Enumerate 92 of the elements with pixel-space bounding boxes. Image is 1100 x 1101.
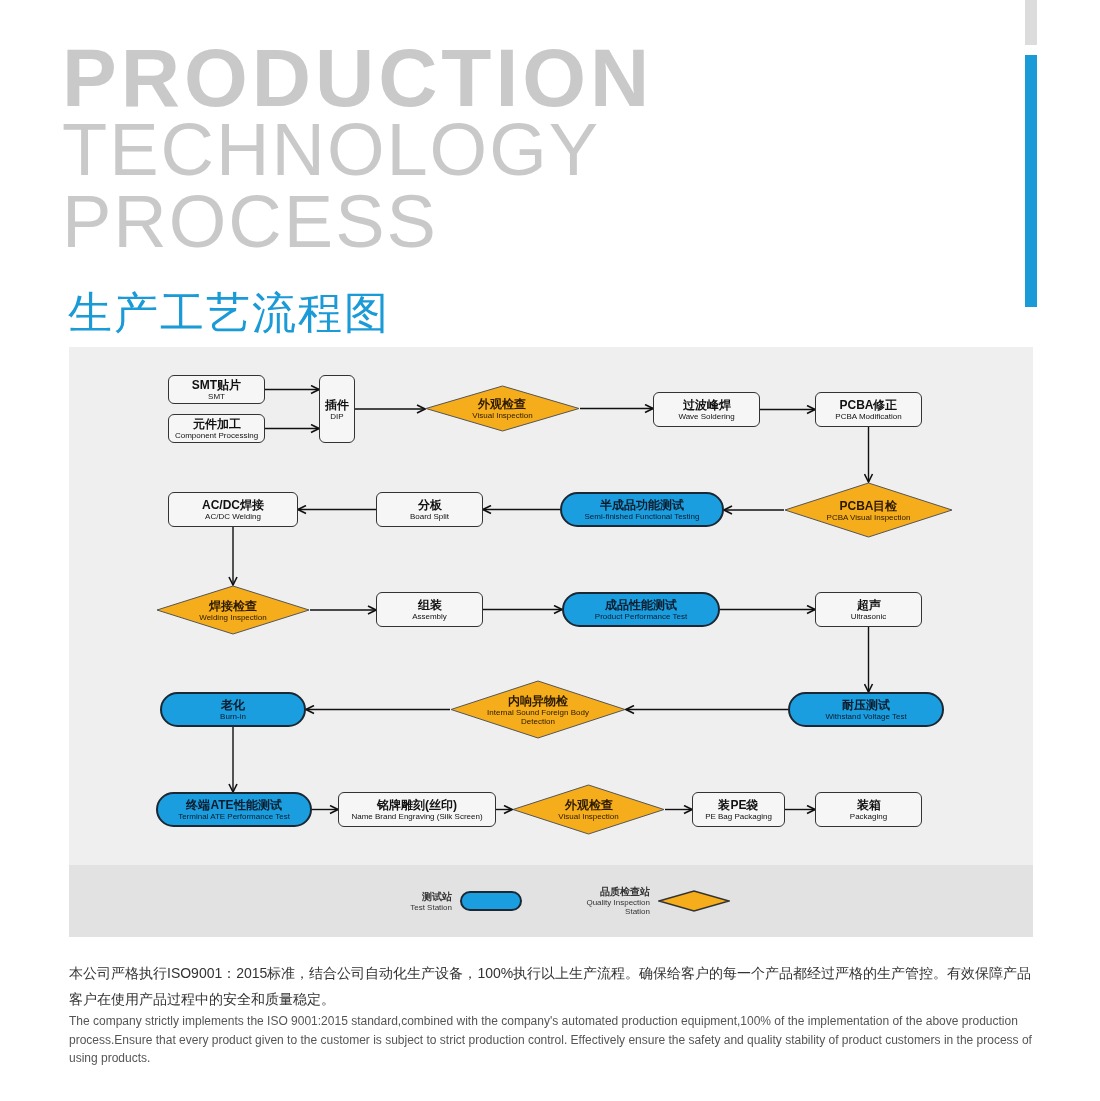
- process-box: [376, 492, 483, 527]
- process-box: [168, 414, 265, 443]
- arrow: [297, 504, 377, 515]
- arrow: [264, 384, 320, 395]
- node-label: PCBA修正: [839, 398, 898, 412]
- process-box: [815, 792, 922, 827]
- arrow: [664, 804, 693, 815]
- chinese-title: 生产工艺流程图: [68, 287, 390, 339]
- node-label: 焊接检查: [209, 598, 257, 613]
- inspection-diamond: [425, 385, 580, 432]
- arrow: [482, 604, 563, 615]
- node-label: 超声: [856, 598, 881, 612]
- node-label: 内响异物检: [508, 693, 568, 708]
- process-box: [376, 592, 483, 627]
- legend-label: 品质检查站 Quality Inspection Station: [585, 886, 650, 916]
- node-label: 外观检查: [478, 397, 527, 411]
- node-label: 过波峰焊: [682, 398, 731, 412]
- process-box: [319, 375, 355, 443]
- process-box: [168, 492, 298, 527]
- node-label: 插件: [325, 397, 349, 412]
- node-label: AC/DC焊接: [202, 498, 264, 512]
- process-box: [338, 792, 496, 827]
- node-label: 装箱: [856, 798, 881, 812]
- node-label: PCBA目检: [839, 498, 898, 513]
- arrow: [309, 605, 377, 615]
- node-sublabel: Name Brand Engraving (Silk Screen): [350, 812, 484, 821]
- node-label: 老化: [221, 698, 245, 712]
- node-sublabel: DIP: [329, 411, 345, 421]
- arrow: [311, 804, 339, 815]
- node-label: SMT贴片: [191, 378, 242, 392]
- node-sublabel: Packaging: [848, 812, 889, 821]
- inspection-diamond: [156, 585, 310, 635]
- arrow: [354, 404, 426, 414]
- node-sublabel: Wave Soldering: [677, 412, 736, 421]
- english-paragraph: The company strictly implements the ISO 9001:2015 standard,combined with the company's automated production equipment,100% of the implementation of the above production process.Ensure that every product given to the customer is subject to strict production control. Effectively ensure the safety and quality stability of product customers in the process of using products.: [69, 1013, 1033, 1067]
- arrow: [579, 403, 654, 414]
- node-sublabel: Board Split: [408, 512, 451, 521]
- node-sublabel: Visual Inspection: [557, 812, 620, 821]
- arrow: [719, 604, 816, 615]
- arrow: [495, 804, 513, 815]
- node-label: 成品性能测试: [605, 598, 677, 612]
- process-box: [653, 392, 760, 427]
- test-station-pill: [788, 692, 944, 727]
- inspection-diamond: [784, 482, 953, 538]
- node-sublabel: AC/DC Welding: [204, 512, 262, 521]
- node-label: 组装: [417, 598, 442, 612]
- process-box: [815, 592, 922, 627]
- arrow: [723, 505, 785, 515]
- node-sublabel: Component Processing: [173, 431, 260, 440]
- node-label: 分板: [417, 498, 442, 512]
- inspection-diamond: [450, 680, 626, 739]
- arrow: [228, 526, 238, 586]
- node-sublabel: Internal Sound Foreign Body Detection: [486, 707, 590, 726]
- node-label: 终端ATE性能测试: [186, 798, 282, 812]
- arrow: [625, 704, 789, 715]
- node-label: 半成品功能测试: [600, 498, 684, 512]
- node-sublabel: PE Bag Packaging: [704, 812, 773, 821]
- arrow: [759, 404, 816, 415]
- inspection-diamond: [512, 784, 665, 835]
- arrow: [482, 504, 561, 515]
- test-station-pill: [560, 492, 724, 527]
- test-station-pill: [160, 692, 306, 727]
- arrow: [863, 426, 874, 483]
- arrow: [305, 704, 451, 715]
- node-sublabel: Burn-in: [219, 712, 247, 721]
- node-sublabel: PCBA Modification: [834, 412, 903, 421]
- node-sublabel: Terminal ATE Performance Test: [177, 812, 291, 821]
- process-box: [692, 792, 785, 827]
- node-sublabel: Ultrasonic: [849, 612, 888, 621]
- node-label: 装PE袋: [718, 798, 759, 812]
- arrow: [228, 726, 238, 793]
- legend-label: 测试站 Test Station: [409, 890, 452, 912]
- process-box: [168, 375, 265, 404]
- node-sublabel: Welding Inspection: [198, 612, 268, 622]
- arrow: [863, 626, 874, 693]
- node-label: 耐压测试: [842, 698, 890, 712]
- node-label: 铭牌雕刻(丝印): [377, 798, 457, 812]
- node-label: 元件加工: [192, 417, 241, 431]
- arrow: [264, 423, 320, 434]
- arrow: [784, 804, 816, 815]
- test-station-pill: [156, 792, 312, 827]
- node-sublabel: Visual Inspection: [471, 411, 534, 420]
- node-sublabel: Withstand Voltage Test: [824, 712, 908, 721]
- test-station-pill: [562, 592, 720, 627]
- node-sublabel: PCBA Visual Inspection: [825, 512, 912, 522]
- chinese-paragraph: 本公司严格执行ISO9001：2015标准，结合公司自动化生产设备，100%执行以上生产流程。确保给客户的每一个产品都经过严格的生产管控。有效保障产品客户在使用产品过程中的安全和质量稳定。: [69, 964, 1033, 1009]
- process-box: [815, 392, 922, 427]
- node-sublabel: Product Performance Test: [593, 612, 689, 621]
- node-sublabel: Semi-finished Functional Testing: [583, 512, 701, 521]
- node-sublabel: Assembly: [411, 612, 448, 621]
- node-label: 外观检查: [564, 798, 613, 812]
- node-sublabel: SMT: [207, 392, 226, 401]
